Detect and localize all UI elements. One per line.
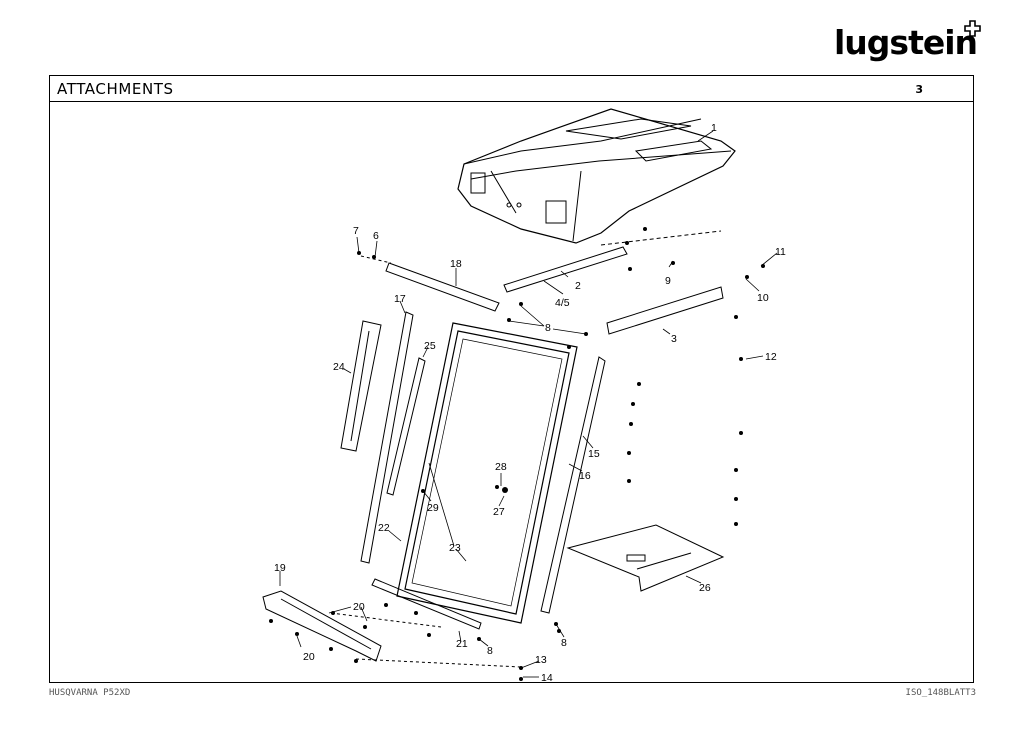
- title-bar: ATTACHMENTS 3: [50, 76, 973, 102]
- callout-17: 17: [394, 293, 406, 305]
- roof-part: [457, 108, 736, 244]
- callout-19: 19: [274, 562, 286, 574]
- callout-13: 13: [535, 654, 547, 666]
- callout-6: 6: [373, 230, 379, 242]
- rear-rail-part: [606, 286, 724, 335]
- callout-25: 25: [424, 340, 436, 352]
- callout-8-bottom: 8: [487, 645, 493, 657]
- wiper-arm-part: [340, 320, 382, 452]
- callout-9: 9: [665, 275, 671, 287]
- callout-29: 29: [427, 502, 439, 514]
- footer-code: ISO_148BLATT3: [905, 688, 976, 698]
- callout-24: 24: [333, 361, 345, 373]
- right-post-part: [540, 356, 606, 614]
- callout-7: 7: [353, 225, 359, 237]
- callout-15: 15: [588, 448, 600, 460]
- callout-23: 23: [449, 542, 461, 554]
- svg-text:lugstein: lugstein: [834, 23, 977, 62]
- lugstein-logo: lugstein: [834, 20, 981, 62]
- callout-2: 2: [575, 280, 581, 292]
- callout-26: 26: [699, 582, 711, 594]
- callout-labels: 1 2 3 4/5 6 7 8 8 8 9 10 11 12 13 14 15 …: [274, 122, 786, 682]
- front-rail-part: [360, 255, 500, 312]
- drawing-sheet: ATTACHMENTS 3: [49, 75, 974, 683]
- callout-3: 3: [671, 333, 677, 345]
- footer-model: HUSQVARNA P52XD: [49, 688, 131, 698]
- page-number: 3: [915, 83, 923, 96]
- callout-18: 18: [450, 258, 462, 270]
- floor-mat-part: [566, 524, 725, 592]
- fastener-dots: [269, 227, 765, 681]
- wiper-blade-part: [386, 357, 426, 496]
- sill-part: [371, 578, 482, 630]
- sheet-title: ATTACHMENTS: [57, 80, 174, 98]
- callout-27: 27: [493, 506, 505, 518]
- base-bracket-part: [262, 590, 522, 668]
- callout-22: 22: [378, 522, 390, 534]
- callout-1: 1: [711, 122, 717, 134]
- callout-20-bottom: 20: [303, 651, 315, 663]
- callout-11: 11: [775, 246, 786, 258]
- callout-leaders: [279, 130, 778, 678]
- callout-12: 12: [765, 351, 777, 363]
- callout-4-5: 4/5: [555, 297, 570, 309]
- door-frame: [396, 322, 578, 624]
- left-post-part: [360, 311, 414, 564]
- callout-28: 28: [495, 461, 507, 473]
- rail-part: [503, 230, 722, 293]
- callout-14: 14: [541, 672, 553, 682]
- callout-20-top: 20: [353, 601, 365, 613]
- plus-icon: [964, 20, 981, 37]
- callout-8-bottom-right: 8: [561, 637, 567, 649]
- callout-10: 10: [757, 292, 769, 304]
- exploded-parts-diagram: 1 2 3 4/5 6 7 8 8 8 9 10 11 12 13 14 15 …: [262, 108, 786, 682]
- callout-16: 16: [579, 470, 591, 482]
- callout-21: 21: [456, 638, 468, 650]
- callout-8-top: 8: [545, 322, 551, 334]
